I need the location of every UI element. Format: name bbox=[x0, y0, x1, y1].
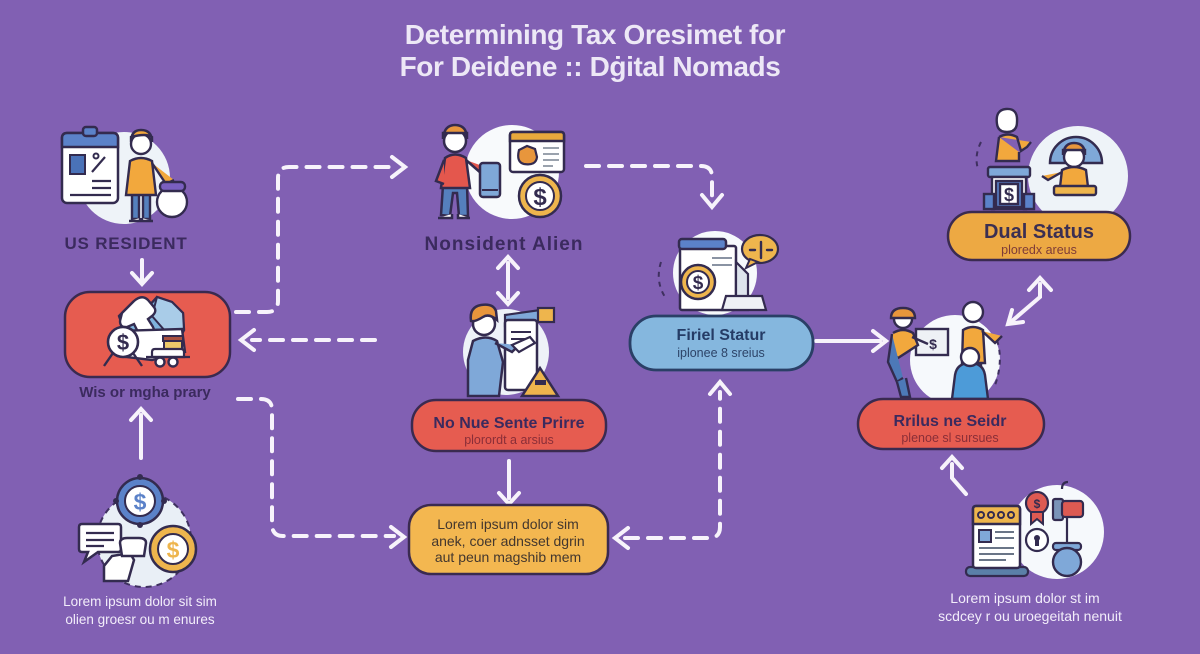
svg-text:$: $ bbox=[929, 336, 937, 352]
svg-text:$: $ bbox=[134, 489, 147, 515]
svg-text:ploredx areus: ploredx areus bbox=[1001, 243, 1077, 257]
svg-text:$: $ bbox=[1034, 497, 1041, 511]
svg-text:US RESIDENT: US RESIDENT bbox=[64, 234, 187, 253]
svg-text:Lorem ipsum dolor sim: Lorem ipsum dolor sim bbox=[437, 516, 579, 532]
svg-text:scdcey r ou uroegeitah nenuit: scdcey r ou uroegeitah nenuit bbox=[938, 608, 1122, 624]
svg-text:Lorem ipsum dolor st im: Lorem ipsum dolor st im bbox=[950, 590, 1099, 606]
svg-text:Nonsident Alien: Nonsident Alien bbox=[425, 234, 584, 255]
svg-text:Wis or mgha prary: Wis or mgha prary bbox=[79, 384, 211, 401]
svg-text:No Nue Sente Prirre: No Nue Sente Prirre bbox=[433, 415, 584, 432]
svg-text:Lorem ipsum dolor sit sim: Lorem ipsum dolor sit sim bbox=[63, 594, 217, 609]
svg-text:olien groesr ou m enures: olien groesr ou m enures bbox=[65, 612, 215, 627]
svg-text:$: $ bbox=[1004, 185, 1014, 205]
svg-text:$: $ bbox=[167, 537, 180, 563]
svg-text:Firiel Statur: Firiel Statur bbox=[677, 327, 766, 344]
svg-text:plenoe sl sursues: plenoe sl sursues bbox=[901, 431, 998, 445]
svg-text:$: $ bbox=[533, 184, 547, 211]
svg-text:Dual Status: Dual Status bbox=[984, 221, 1094, 243]
svg-text:For Deidene :: Dġital Nomads: For Deidene :: Dġital Nomads bbox=[400, 51, 781, 82]
svg-text:$: $ bbox=[693, 273, 704, 294]
svg-text:aut peun magshib mem: aut peun magshib mem bbox=[435, 549, 581, 565]
svg-text:plorordt a arsius: plorordt a arsius bbox=[464, 433, 554, 447]
svg-text:anek, coer adnsset dgrin: anek, coer adnsset dgrin bbox=[431, 533, 584, 549]
svg-text:Rrilus ne Seidr: Rrilus ne Seidr bbox=[894, 413, 1007, 430]
svg-text:iplonee 8 sreius: iplonee 8 sreius bbox=[677, 346, 765, 360]
svg-text:$: $ bbox=[117, 330, 129, 355]
svg-text:Determining Tax Oresimet for: Determining Tax Oresimet for bbox=[405, 19, 786, 50]
